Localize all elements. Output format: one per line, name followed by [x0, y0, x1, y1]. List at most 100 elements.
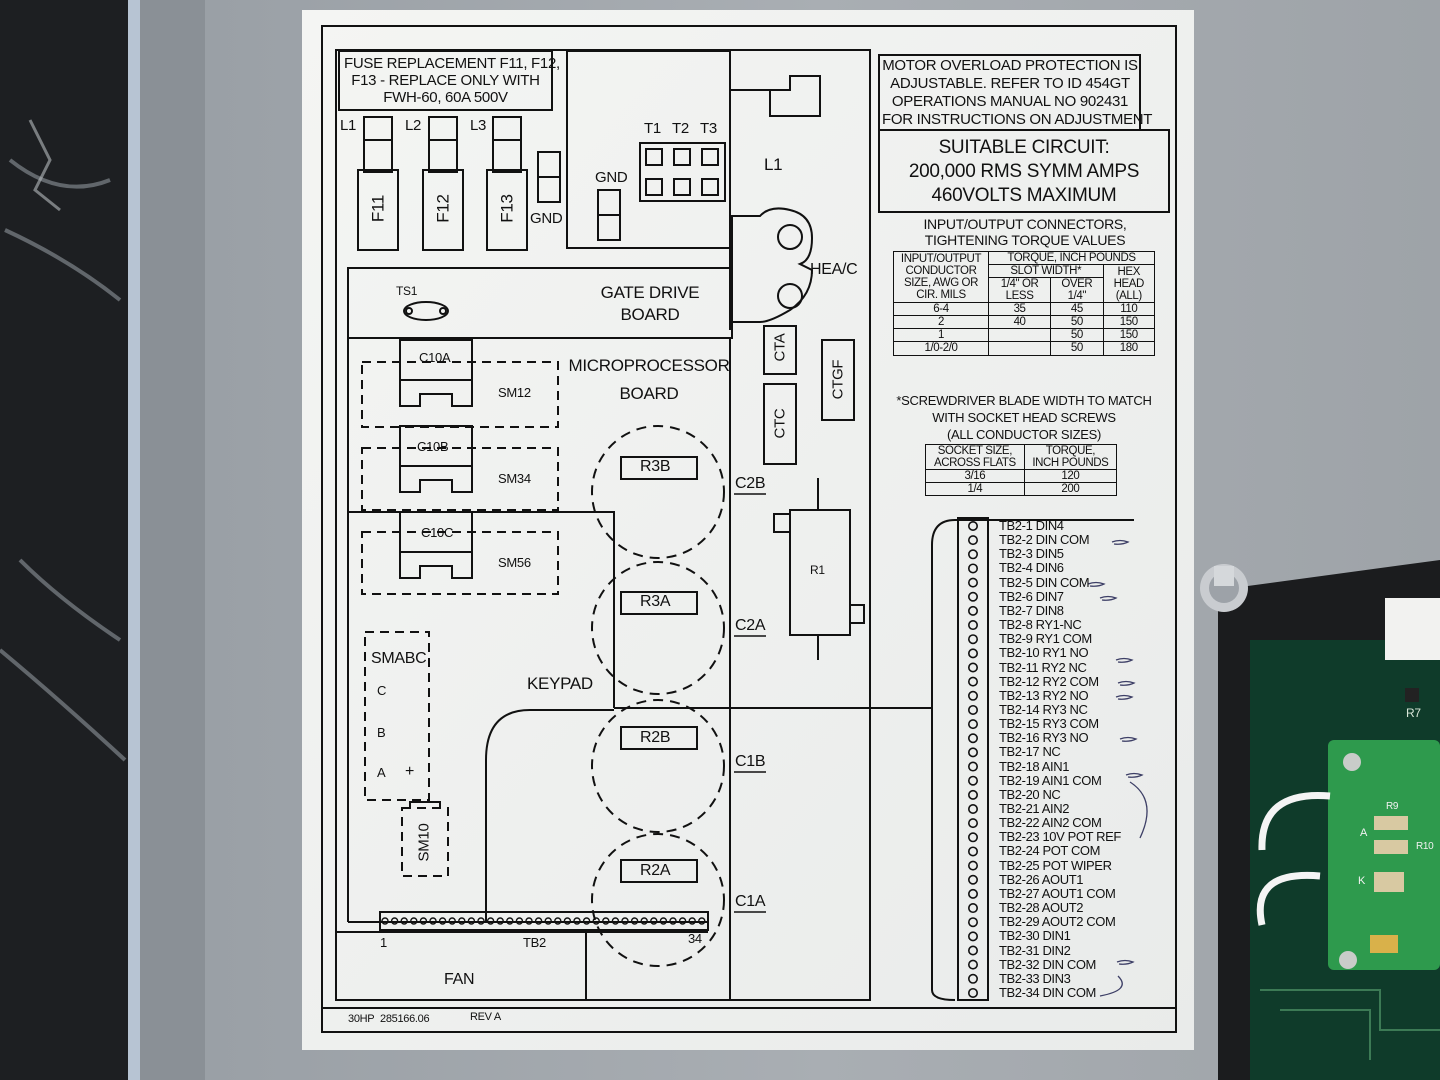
terminal-dot [400, 917, 408, 925]
fuse-note: FUSE REPLACEMENT F11, F12, F13 - REPLACE… [344, 55, 560, 106]
list-item: TB2-26 AOUT1 [999, 871, 1084, 887]
label-sheet [302, 10, 1194, 1050]
schematic-lines [321, 25, 1177, 1033]
fuse-f11: F11 [368, 194, 388, 223]
tb2-first-label: 1 [380, 935, 387, 950]
pen-mark [1115, 657, 1134, 663]
gnd-right-label: GND [530, 210, 563, 227]
terminal-dot [967, 563, 978, 574]
terminal-dot [967, 846, 978, 857]
r2b-label: R2B [640, 729, 671, 746]
terminal-dot [525, 917, 533, 925]
terminal-dot [573, 917, 581, 925]
list-item: TB2-8 RY1-NC [999, 617, 1082, 633]
c1b-label: C1B [735, 753, 766, 770]
ts1-label: TS1 [396, 284, 418, 298]
terminal-dot [967, 987, 978, 998]
terminal-dot [630, 917, 639, 925]
list-item: TB2-23 10V POT REF [999, 829, 1121, 845]
list-item: TB2-21 AIN2 [999, 801, 1070, 816]
terminal-dot [515, 917, 524, 925]
line-label-l1: L1 [340, 117, 357, 134]
terminal-dot [967, 789, 978, 800]
terminal-dot [967, 818, 978, 829]
list-item: TB2-7 DIN8 [999, 602, 1064, 618]
tb2-label: TB2 [523, 935, 546, 950]
terminal-dot [698, 917, 706, 925]
list-item: TB2-19 AIN1 COM [999, 772, 1102, 788]
terminal-dot [967, 549, 978, 560]
terminal-dot [419, 917, 428, 925]
list-item: TB2-18 AIN1 [999, 758, 1070, 774]
pcb-k-label: K [1358, 875, 1366, 887]
terminal-dot [967, 832, 978, 843]
terminal-dot [563, 917, 572, 925]
list-item: TB2-6 DIN7 [999, 588, 1064, 604]
fuse-f12: F12 [433, 194, 453, 223]
terminal-t3: T3 [700, 120, 717, 137]
list-item: TB2-17 NC [999, 744, 1061, 760]
terminal-dot [967, 662, 978, 673]
motor-overload-note: MOTOR OVERLOAD PROTECTION IS ADJUSTABLE.… [882, 57, 1153, 128]
terminal-dot [967, 520, 978, 531]
door-bolt [1200, 564, 1248, 612]
terminal-dot [477, 917, 485, 925]
plus-label: + [405, 763, 415, 780]
list-item: TB2-12 RY2 COM [999, 673, 1099, 689]
list-item: TB2-11 RY2 NC [999, 659, 1087, 675]
cap-label-underlines [734, 493, 766, 913]
tb2-vertical-dots [967, 520, 978, 998]
cabinet-interior [0, 0, 130, 1080]
terminal-dot [967, 860, 978, 871]
screwdriver-footnote: *SCREWDRIVER BLADE WIDTH TO MATCH WITH S… [896, 393, 1152, 442]
list-item: TB2-20 NC [999, 786, 1061, 802]
gate-drive-board-label: GATE DRIVE BOARD [600, 283, 700, 324]
cta-label: CTA [771, 333, 789, 362]
terminal-dot [659, 917, 668, 925]
terminal-dot [967, 931, 978, 942]
terminal-dot [967, 917, 978, 928]
terminal-dot [967, 747, 978, 758]
list-item: TB2-13 RY2 NO [999, 687, 1089, 703]
footer-rev: REV A [470, 1011, 501, 1023]
terminal-dot [438, 917, 447, 925]
list-item: TB2-4 DIN6 [999, 560, 1064, 576]
r3b-label: R3B [640, 458, 671, 475]
terminal-t1: T1 [644, 120, 661, 137]
list-item: TB2-28 AOUT2 [999, 900, 1084, 916]
fan-label: FAN [444, 971, 475, 988]
r3a-label: R3A [640, 593, 671, 610]
pcb-r10-label: R10 [1416, 841, 1434, 852]
pen-mark [1125, 772, 1144, 778]
sm56-label: SM56 [498, 555, 531, 570]
list-item: TB2-3 DIN5 [999, 546, 1064, 562]
terminal-dot [967, 903, 978, 914]
phase-c-label: C [377, 683, 387, 698]
phase-b-label: B [377, 725, 386, 740]
terminal-dot [669, 917, 677, 925]
terminal-dot [967, 874, 978, 885]
phase-a-label: A [377, 765, 386, 780]
terminal-dot [621, 917, 629, 925]
terminal-dot [486, 917, 495, 925]
list-item: TB2-15 RY3 COM [999, 716, 1099, 732]
c10a-label: C10A [419, 350, 451, 365]
list-item: TB2-14 RY3 NC [999, 701, 1088, 717]
ctc-label: CTC [771, 408, 789, 439]
line-label-l2: L2 [405, 117, 422, 134]
terminal-dot [967, 803, 978, 814]
terminal-dot [554, 917, 562, 925]
list-item: TB2-31 DIN2 [999, 942, 1071, 958]
terminal-dot [496, 917, 504, 925]
pen-mark [1116, 959, 1135, 965]
list-item: TB2-34 DIN COM [999, 984, 1096, 1000]
terminal-dot [678, 917, 687, 925]
list-item: TB2-16 RY3 NO [999, 730, 1089, 746]
torque-table: INPUT/OUTPUT CONDUCTOR SIZE, AWG OR CIR.… [893, 250, 1156, 356]
terminal-dot [534, 917, 543, 925]
list-item: TB2-10 RY1 NO [999, 645, 1089, 661]
